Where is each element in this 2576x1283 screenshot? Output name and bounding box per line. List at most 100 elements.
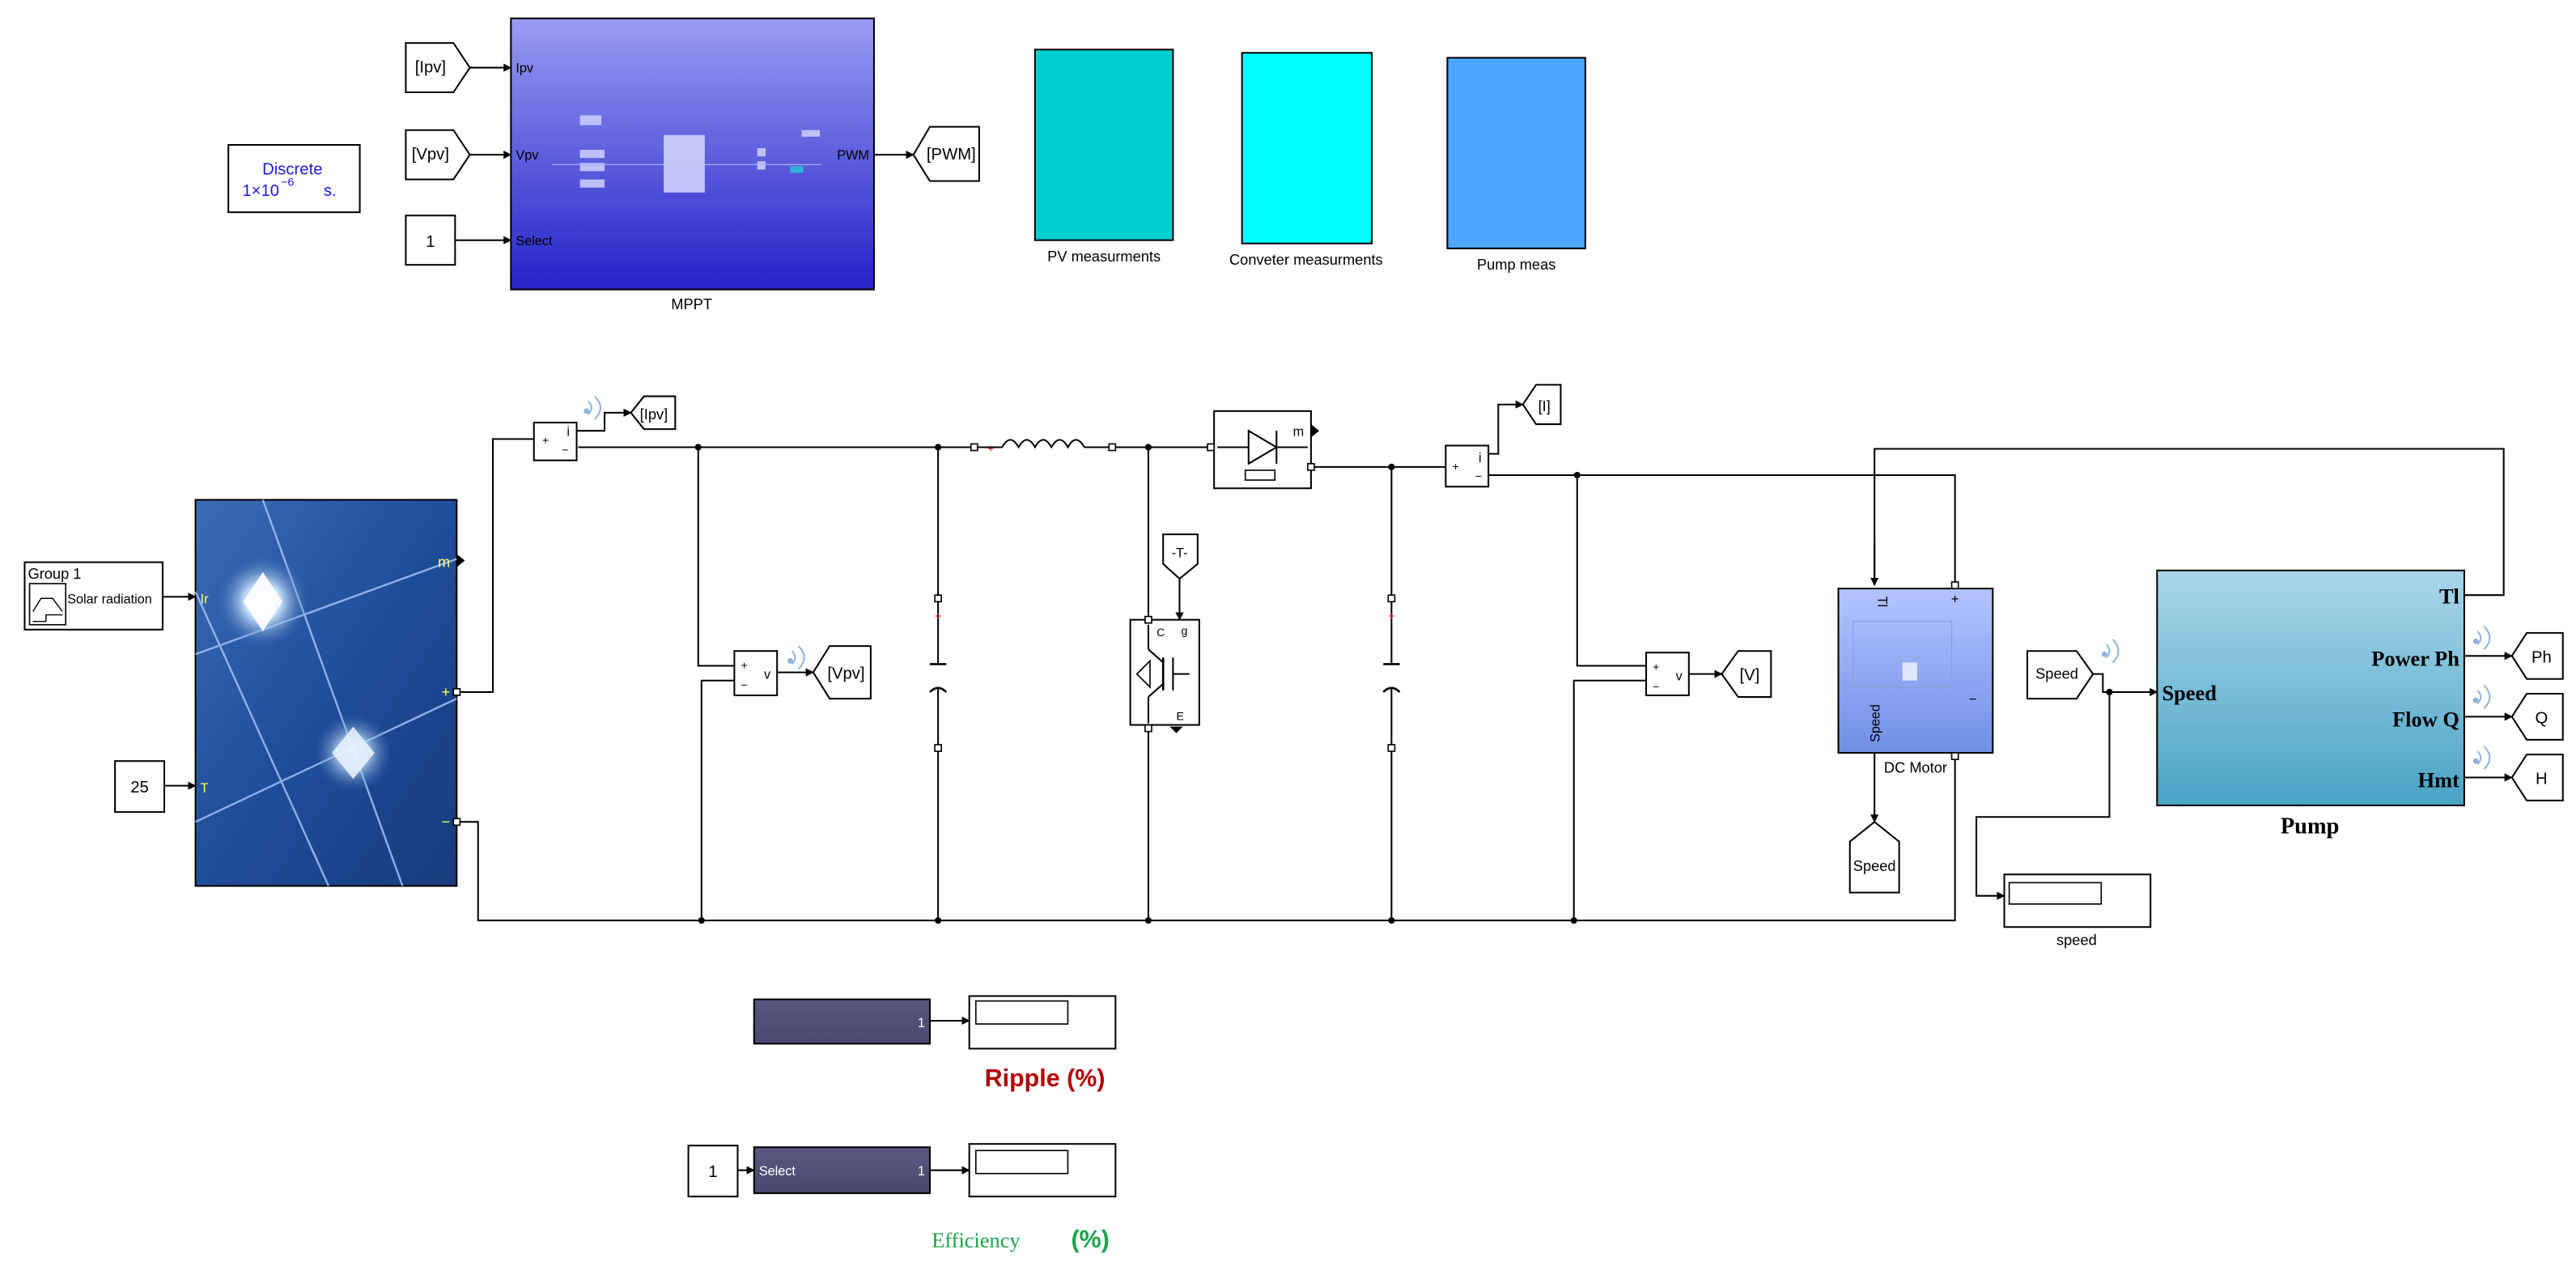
circuit-wires [456, 438, 2505, 922]
motor-port-plus: + [1951, 592, 1959, 606]
svg-text:Select: Select [759, 1164, 796, 1179]
goto-ipv-tag[interactable]: [Ipv] [630, 395, 677, 431]
svg-text:v: v [764, 668, 771, 682]
powergui-block[interactable]: Discrete 1×10 −6 s. [227, 143, 361, 214]
voltage-sensor-pv[interactable]: + − v [733, 650, 779, 697]
svg-text:[Vpv]: [Vpv] [827, 665, 864, 683]
svg-text:[Ipv]: [Ipv] [640, 406, 668, 423]
converter-measurements-subsystem[interactable]: Conveter measurments [1229, 52, 1383, 268]
svg-text:Q: Q [2535, 710, 2548, 728]
mppt-port-select: Select [516, 234, 553, 249]
svg-text:m: m [1293, 424, 1305, 439]
pump-measurements-label: Pump meas [1477, 256, 1555, 273]
motor-port-speed: Speed [1868, 704, 1882, 742]
current-sensor-pv[interactable]: + − i [533, 422, 578, 461]
pump-block[interactable]: Speed Tl Power Ph Flow Q Hmt [2156, 569, 2465, 807]
svg-text:+: + [741, 660, 748, 673]
goto-h-tag[interactable]: H [2510, 754, 2564, 801]
goto-ph-tag[interactable]: Ph [2510, 631, 2564, 680]
motor-port-tl: Tl [1874, 597, 1889, 608]
group-signal-builder[interactable]: Group 1 Solar radiation [23, 561, 163, 631]
wireless-icon [787, 645, 805, 670]
svg-text:[V]: [V] [1740, 667, 1760, 685]
solver-step: 1×10 [242, 182, 279, 200]
pv-port-minus: − [442, 813, 451, 830]
pump-measurements-subsystem[interactable]: Pump meas [1446, 57, 1586, 273]
current-sensor-converter[interactable]: + − i [1445, 444, 1490, 488]
from-speed-tag[interactable]: Speed [2026, 650, 2094, 700]
efficiency-title-word: Efficiency [932, 1228, 1021, 1252]
efficiency-subsystem[interactable]: Select 1 [753, 1146, 931, 1195]
group-signal-label: Solar radiation [67, 592, 152, 606]
pump-title: Pump [2281, 814, 2340, 839]
select-constant-block[interactable]: 1 [405, 215, 456, 266]
svg-text:i: i [1479, 451, 1482, 465]
pump-port-ph: Power Ph [2371, 646, 2459, 670]
dc-motor-title: DC Motor [1884, 758, 1947, 775]
svg-text:[Vpv]: [Vpv] [412, 146, 449, 164]
mppt-subsystem[interactable]: Ipv Vpv Select PWM [510, 17, 875, 291]
voltage-sensor-converter[interactable]: + − v [1645, 652, 1690, 697]
svg-text:25: 25 [130, 779, 149, 797]
svg-text:[Ipv]: [Ipv] [415, 59, 446, 77]
pump-port-hmt: Hmt [2418, 768, 2459, 792]
ripple-display[interactable] [968, 995, 1117, 1050]
mppt-port-vpv: Vpv [516, 148, 539, 163]
svg-text:+: + [1388, 610, 1394, 623]
svg-text:C: C [1156, 627, 1165, 639]
svg-text:−: − [562, 444, 568, 457]
gate-from-tag[interactable]: -T- [1162, 533, 1199, 580]
mppt-port-ipv: Ipv [516, 62, 534, 76]
speed-display-block[interactable] [2003, 873, 2152, 928]
ripple-title: Ripple (%) [985, 1064, 1106, 1092]
svg-text:Speed: Speed [2035, 665, 2078, 682]
from-ipv-tag[interactable]: [Ipv] [405, 42, 471, 94]
goto-speed-tag[interactable]: Speed [1848, 821, 1900, 894]
dc-motor-block[interactable]: Tl Speed + − [1837, 588, 1994, 754]
pump-port-q: Flow Q [2392, 707, 2459, 732]
svg-text:−: − [1475, 470, 1482, 483]
svg-text:[PWM]: [PWM] [927, 146, 976, 164]
goto-vpv-tag[interactable]: [Vpv] [812, 645, 872, 700]
from-vpv-tag[interactable]: [Vpv] [405, 129, 471, 181]
goto-pwm-tag[interactable]: [PWM] [912, 125, 980, 182]
wireless-icon [2101, 639, 2120, 664]
motor-port-minus: − [1969, 692, 1976, 707]
svg-text:[I]: [I] [1538, 397, 1551, 414]
pv-port-t: T [201, 781, 209, 796]
pump-port-tl: Tl [2439, 584, 2459, 608]
svg-text:−: − [741, 679, 748, 692]
svg-text:H: H [2536, 771, 2548, 788]
temperature-constant-block[interactable]: 25 [114, 760, 166, 814]
mppt-port-pwm: PWM [837, 148, 869, 163]
input-capacitor[interactable]: + [929, 594, 948, 752]
goto-i-tag[interactable]: [I] [1521, 384, 1562, 426]
solver-unit: s. [324, 182, 337, 200]
mppt-preview [552, 115, 821, 193]
efficiency-constant-block[interactable]: 1 [687, 1145, 739, 1198]
pv-measurements-subsystem[interactable]: PV measurments [1033, 49, 1174, 265]
igbt-switch[interactable]: g C E [1129, 618, 1200, 726]
svg-text:1: 1 [708, 1163, 717, 1181]
pv-measurements-label: PV measurments [1047, 248, 1161, 265]
svg-text:1: 1 [918, 1164, 925, 1179]
inductor[interactable]: + [970, 439, 1117, 456]
svg-text:E: E [1176, 710, 1183, 723]
efficiency-display[interactable] [968, 1143, 1117, 1198]
diode-block[interactable]: m [1213, 410, 1312, 490]
goto-v-tag[interactable]: [V] [1721, 650, 1772, 699]
wireless-icon [584, 395, 601, 420]
speed-display-title: speed [2056, 932, 2097, 949]
output-capacitor[interactable]: + [1382, 594, 1401, 752]
svg-text:1: 1 [426, 233, 435, 251]
pv-port-m: m [438, 554, 450, 571]
converter-measurements-label: Conveter measurments [1229, 251, 1383, 268]
ripple-subsystem[interactable]: 1 [753, 998, 931, 1045]
svg-text:v: v [1676, 669, 1683, 684]
goto-q-tag[interactable]: Q [2510, 692, 2564, 741]
svg-text:−: − [1653, 681, 1659, 694]
svg-text:+: + [935, 610, 941, 623]
svg-text:g: g [1182, 625, 1188, 638]
pv-array-block[interactable]: Ir T m + − [194, 499, 458, 887]
